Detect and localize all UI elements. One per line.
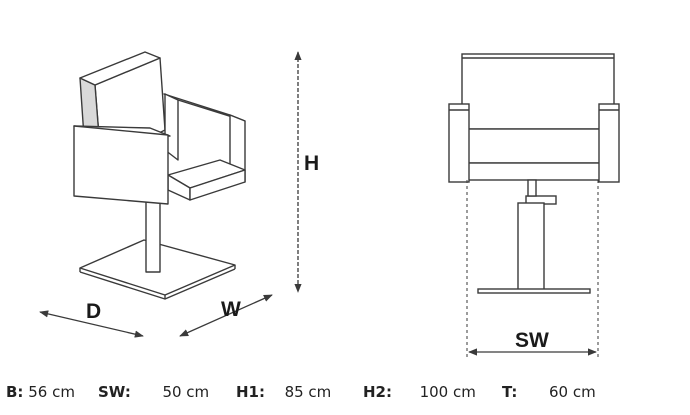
chair-column [145, 199, 161, 273]
specifications-row: B: 56 cm SW: 50 cm H1: 85 cm H2: 100 cm … [6, 383, 686, 407]
spec-h1: H1: 85 cm [236, 383, 331, 401]
spec-b: B: 56 cm [6, 383, 75, 401]
front-right-armrest [598, 103, 620, 183]
front-left-armrest [448, 103, 470, 183]
chair-left-armrest-front [73, 125, 169, 205]
depth-label: D [86, 300, 101, 323]
front-column [517, 202, 545, 291]
spec-h2-value: 100 cm [419, 383, 476, 401]
height-label: H [304, 152, 319, 175]
spec-sw: SW: 50 cm [98, 383, 209, 401]
spec-t: T: 60 cm [502, 383, 596, 401]
spec-h2: H2: 100 cm [363, 383, 476, 401]
front-view-chair [448, 53, 620, 294]
seat-width-dimension: SW [466, 180, 599, 360]
width-dimension: W [179, 294, 273, 337]
spec-h1-value: 85 cm [284, 383, 332, 401]
chair-dimension-drawing: H D W SW [39, 51, 620, 360]
chair-seat-right [189, 169, 246, 201]
spec-sw-key: SW: [98, 383, 131, 401]
chair-backrest-top [79, 51, 161, 86]
front-backrest [461, 53, 615, 130]
front-base [477, 288, 591, 294]
spec-t-value: 60 cm [548, 383, 596, 401]
spec-b-value: 56 cm [28, 383, 75, 401]
depth-dimension: D [39, 300, 144, 338]
spec-h1-key: H1: [236, 383, 265, 401]
front-seat [467, 128, 601, 164]
seat-width-label: SW [515, 329, 549, 352]
spec-sw-value: 50 cm [162, 383, 210, 401]
spec-b-key: B: [6, 383, 24, 401]
spec-t-key: T: [502, 383, 518, 401]
width-label: W [221, 298, 241, 321]
spec-h2-key: H2: [363, 383, 392, 401]
perspective-chair [73, 51, 246, 300]
height-dimension: H [294, 51, 319, 293]
